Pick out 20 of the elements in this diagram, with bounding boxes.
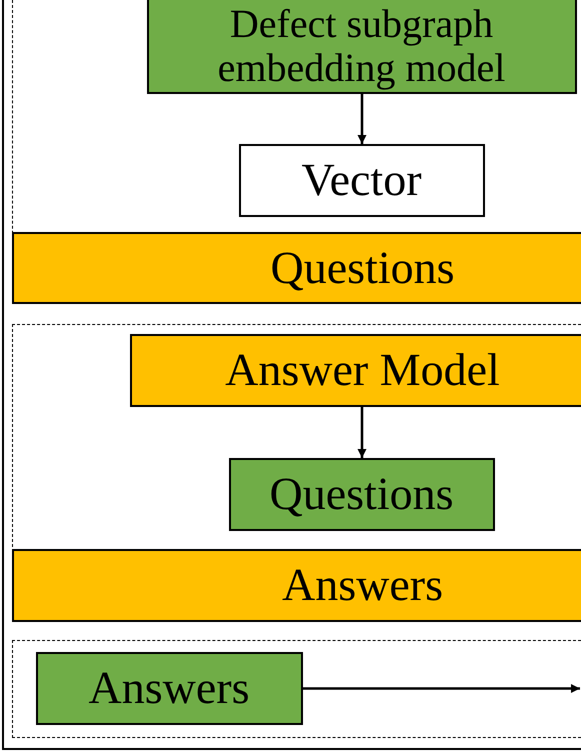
- step-label: Questions: [270, 242, 454, 294]
- dashed-group-frame: [12, 640, 581, 738]
- process-box: [36, 652, 302, 724]
- dashed-group-frame: [12, 0, 581, 304]
- step-label: Answer Model: [225, 344, 500, 396]
- stage-band: [12, 548, 580, 622]
- process-box: [228, 458, 494, 530]
- process-box: [146, 0, 576, 94]
- arrow: [303, 684, 580, 693]
- step-label: Questions: [270, 468, 454, 520]
- arrow: [358, 407, 366, 458]
- stage-band: [12, 232, 580, 304]
- dashed-group-frame: [12, 324, 581, 622]
- step-label: Defect subgraph embedding model: [216, 2, 506, 90]
- process-box: [130, 334, 580, 406]
- step-label: Vector: [301, 155, 422, 206]
- arrow: [358, 94, 366, 144]
- step-label: Answers: [282, 560, 443, 610]
- step-label: Answers: [88, 662, 250, 714]
- output-box: [238, 144, 484, 217]
